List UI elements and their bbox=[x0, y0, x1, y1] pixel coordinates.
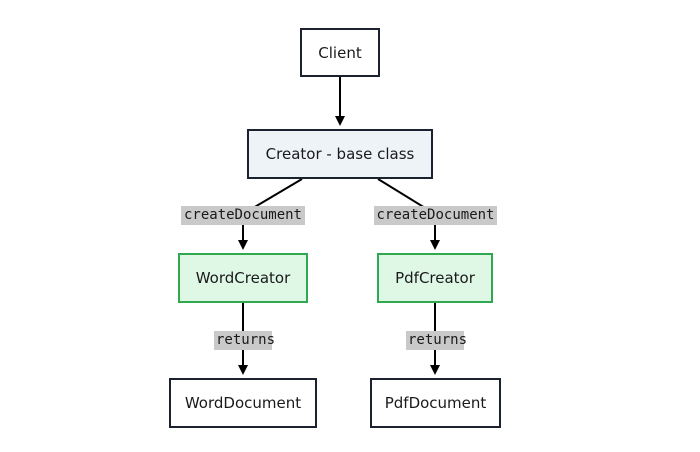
creator-base-class-node: Creator - base class bbox=[247, 129, 433, 179]
edge-label-createdocument-word: createDocument bbox=[181, 206, 305, 225]
edge-label-createdocument-pdf: createDocument bbox=[374, 206, 497, 225]
wordcreator-node: WordCreator bbox=[178, 253, 308, 303]
client-node: Client bbox=[300, 28, 380, 77]
pdfcreator-node: PdfCreator bbox=[377, 253, 493, 303]
client-node-label: Client bbox=[318, 43, 362, 62]
pdfdocument-node-label: PdfDocument bbox=[384, 394, 487, 412]
worddocument-node-label: WordDocument bbox=[184, 394, 302, 412]
wordcreator-node-label: WordCreator bbox=[195, 269, 291, 287]
creator-node-label: Creator - base class bbox=[265, 145, 415, 163]
pdfdocument-node: PdfDocument bbox=[370, 378, 501, 428]
pdfcreator-node-label: PdfCreator bbox=[395, 269, 475, 287]
edge-label-returns-pdf: returns bbox=[406, 331, 468, 350]
edge-label-returns-word: returns bbox=[214, 331, 276, 350]
worddocument-node: WordDocument bbox=[169, 378, 317, 428]
